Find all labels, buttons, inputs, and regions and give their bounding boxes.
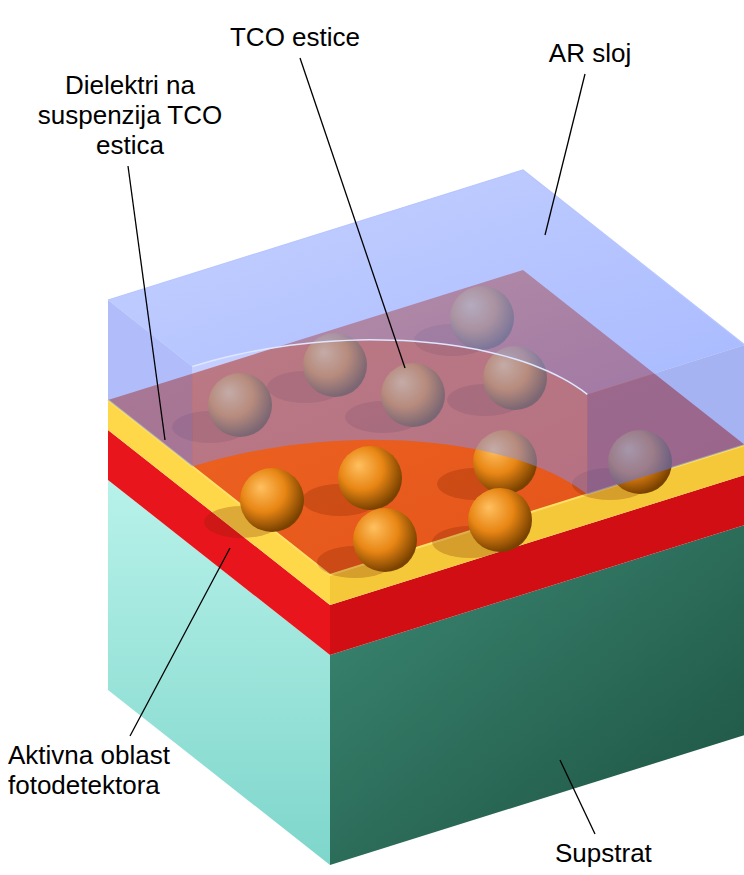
tco-particle [240,468,304,532]
part-label: Aktivna oblast fotodetektora [8,740,208,800]
leader-line [128,166,165,440]
part-label: AR sloj [530,38,650,68]
part-label: TCO estice [215,22,375,52]
ar-layer-wall [192,340,587,495]
ar-layer-top [108,170,744,394]
leader-line [130,548,230,736]
ar-edge [108,170,744,345]
ar-edge [192,340,587,395]
tco-particle [338,446,402,510]
tco-particle [468,488,532,552]
leader-line [560,760,595,834]
part-label: Supstrat [555,838,675,868]
part-label: Dielektri na suspenzija TCO estica [20,70,240,160]
tco-particle [353,508,417,572]
leader-line [300,58,405,368]
leader-line [545,74,585,235]
